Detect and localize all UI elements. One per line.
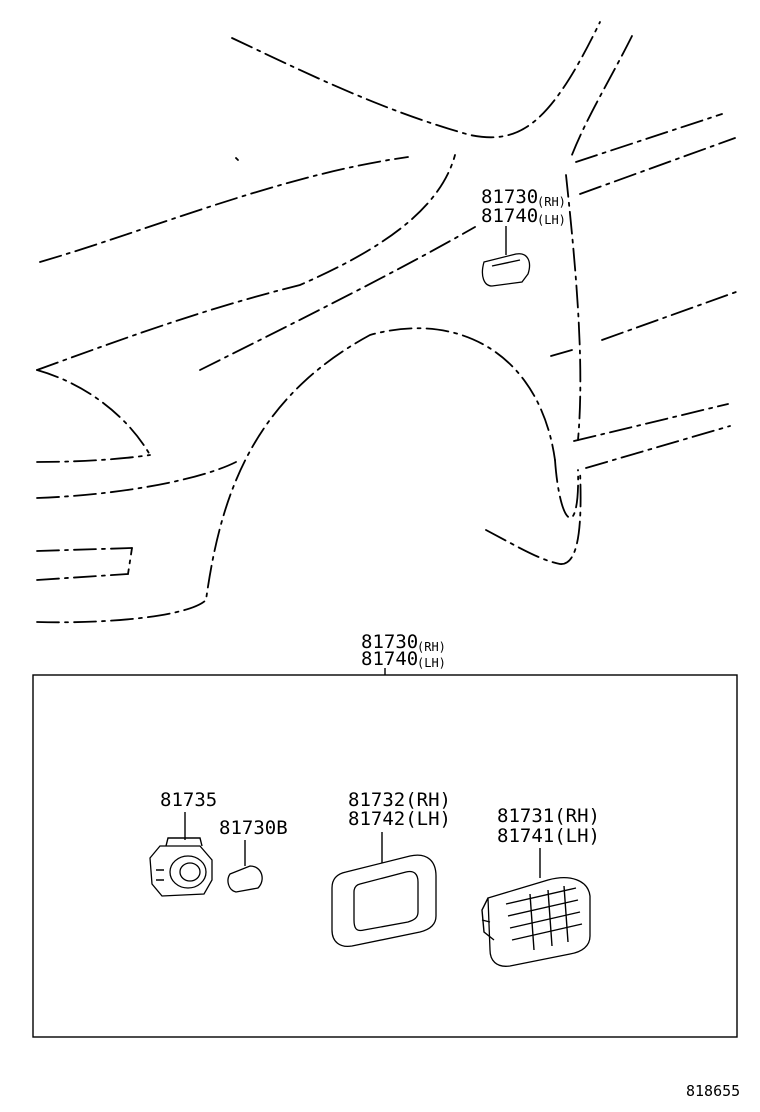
parts-frame [32,674,738,1038]
callout-top-suffix-2: (LH) [537,213,566,227]
callout-top: 81730 (RH) 81740 (LH) [481,186,566,227]
side-marker-installed [481,226,531,287]
gasket-label-1: 81732(RH) [348,789,451,811]
assembly-suffix-1: (RH) [417,640,446,654]
bulb-label: 81730B [219,817,288,839]
callout-top-num-2: 81740 [481,205,538,227]
socket-part: 81735 [149,789,217,897]
gasket-label-2: 81742(LH) [348,808,451,830]
lens-label-2: 81741(LH) [497,825,600,847]
lens-part: 81731(RH) 81741(LH) [481,805,600,967]
assembly-suffix-2: (LH) [417,656,446,670]
car-body-outline [36,21,737,624]
assembly-label: 81730 (RH) 81740 (LH) [361,631,446,675]
assembly-num-2: 81740 [361,648,418,670]
figure-id: 818655 [686,1082,740,1100]
callout-top-suffix-1: (RH) [537,195,566,209]
lens-label-1: 81731(RH) [497,805,600,827]
bulb-part: 81730B [219,817,288,893]
socket-label: 81735 [160,789,217,811]
assembly-num-1: 81730 [361,631,418,653]
callout-top-num-1: 81730 [481,186,538,208]
gasket-part: 81732(RH) 81742(LH) [331,789,451,948]
